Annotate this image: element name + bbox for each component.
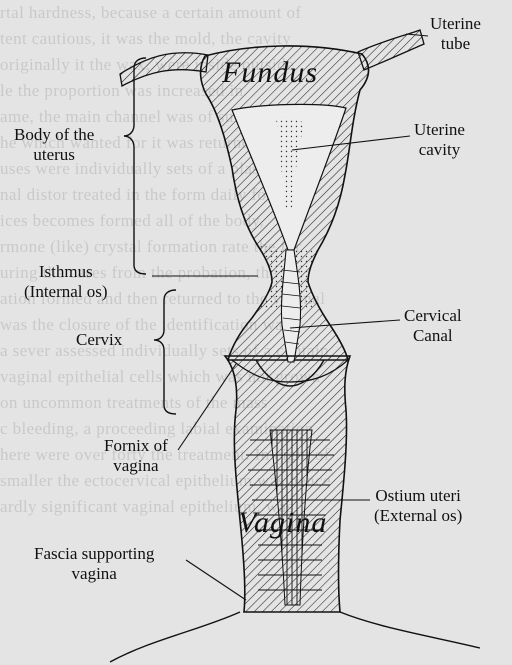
fascia-label-line2: vagina [34,564,154,584]
isthmus-label-line2: (Internal os) [24,282,108,302]
ostium-label-line1: Ostium uteri [374,486,462,506]
ostium-label-line2: (External os) [374,506,462,526]
body-of-uterus-label-line1: Body of the [14,125,94,145]
isthmus-label: Isthmus (Internal os) [24,262,108,302]
isthmus-label-line1: Isthmus [24,262,108,282]
uterine-cavity-label-line2: cavity [414,140,465,160]
fundus-text: Fundus [221,56,318,89]
fascia-leader [186,560,246,600]
uterine-cavity-label: Uterine cavity [414,120,465,160]
perineum-outline [110,612,480,662]
fascia-label-line1: Fascia supporting [34,544,154,564]
fornix-leader [178,364,236,450]
uterine-cavity-label-line1: Uterine [414,120,465,140]
cervical-canal-label: Cervical Canal [404,306,462,346]
uterine-tube-label-line2: tube [430,34,481,54]
uterine-tube-label: Uterine tube [430,14,481,54]
cervix-label: Cervix [76,330,122,350]
body-bracket [124,58,146,274]
ostium-label: Ostium uteri (External os) [374,486,462,526]
body-of-uterus-label-line2: uterus [14,145,94,165]
fornix-label-line2: vagina [104,456,168,476]
body-of-uterus-label: Body of the uterus [14,125,94,165]
fascia-label: Fascia supporting vagina [34,544,154,584]
cervix-label-text: Cervix [76,330,122,350]
cervix-bracket [154,290,176,414]
left-uterine-tube [120,53,208,86]
cervical-canal-label-line2: Canal [404,326,462,346]
uterine-tube-label-line1: Uterine [430,14,481,34]
fornix-label-line1: Fornix of [104,436,168,456]
fornix-label: Fornix of vagina [104,436,168,476]
cervical-canal-label-line1: Cervical [404,306,462,326]
vagina-text: Vagina [238,506,327,539]
